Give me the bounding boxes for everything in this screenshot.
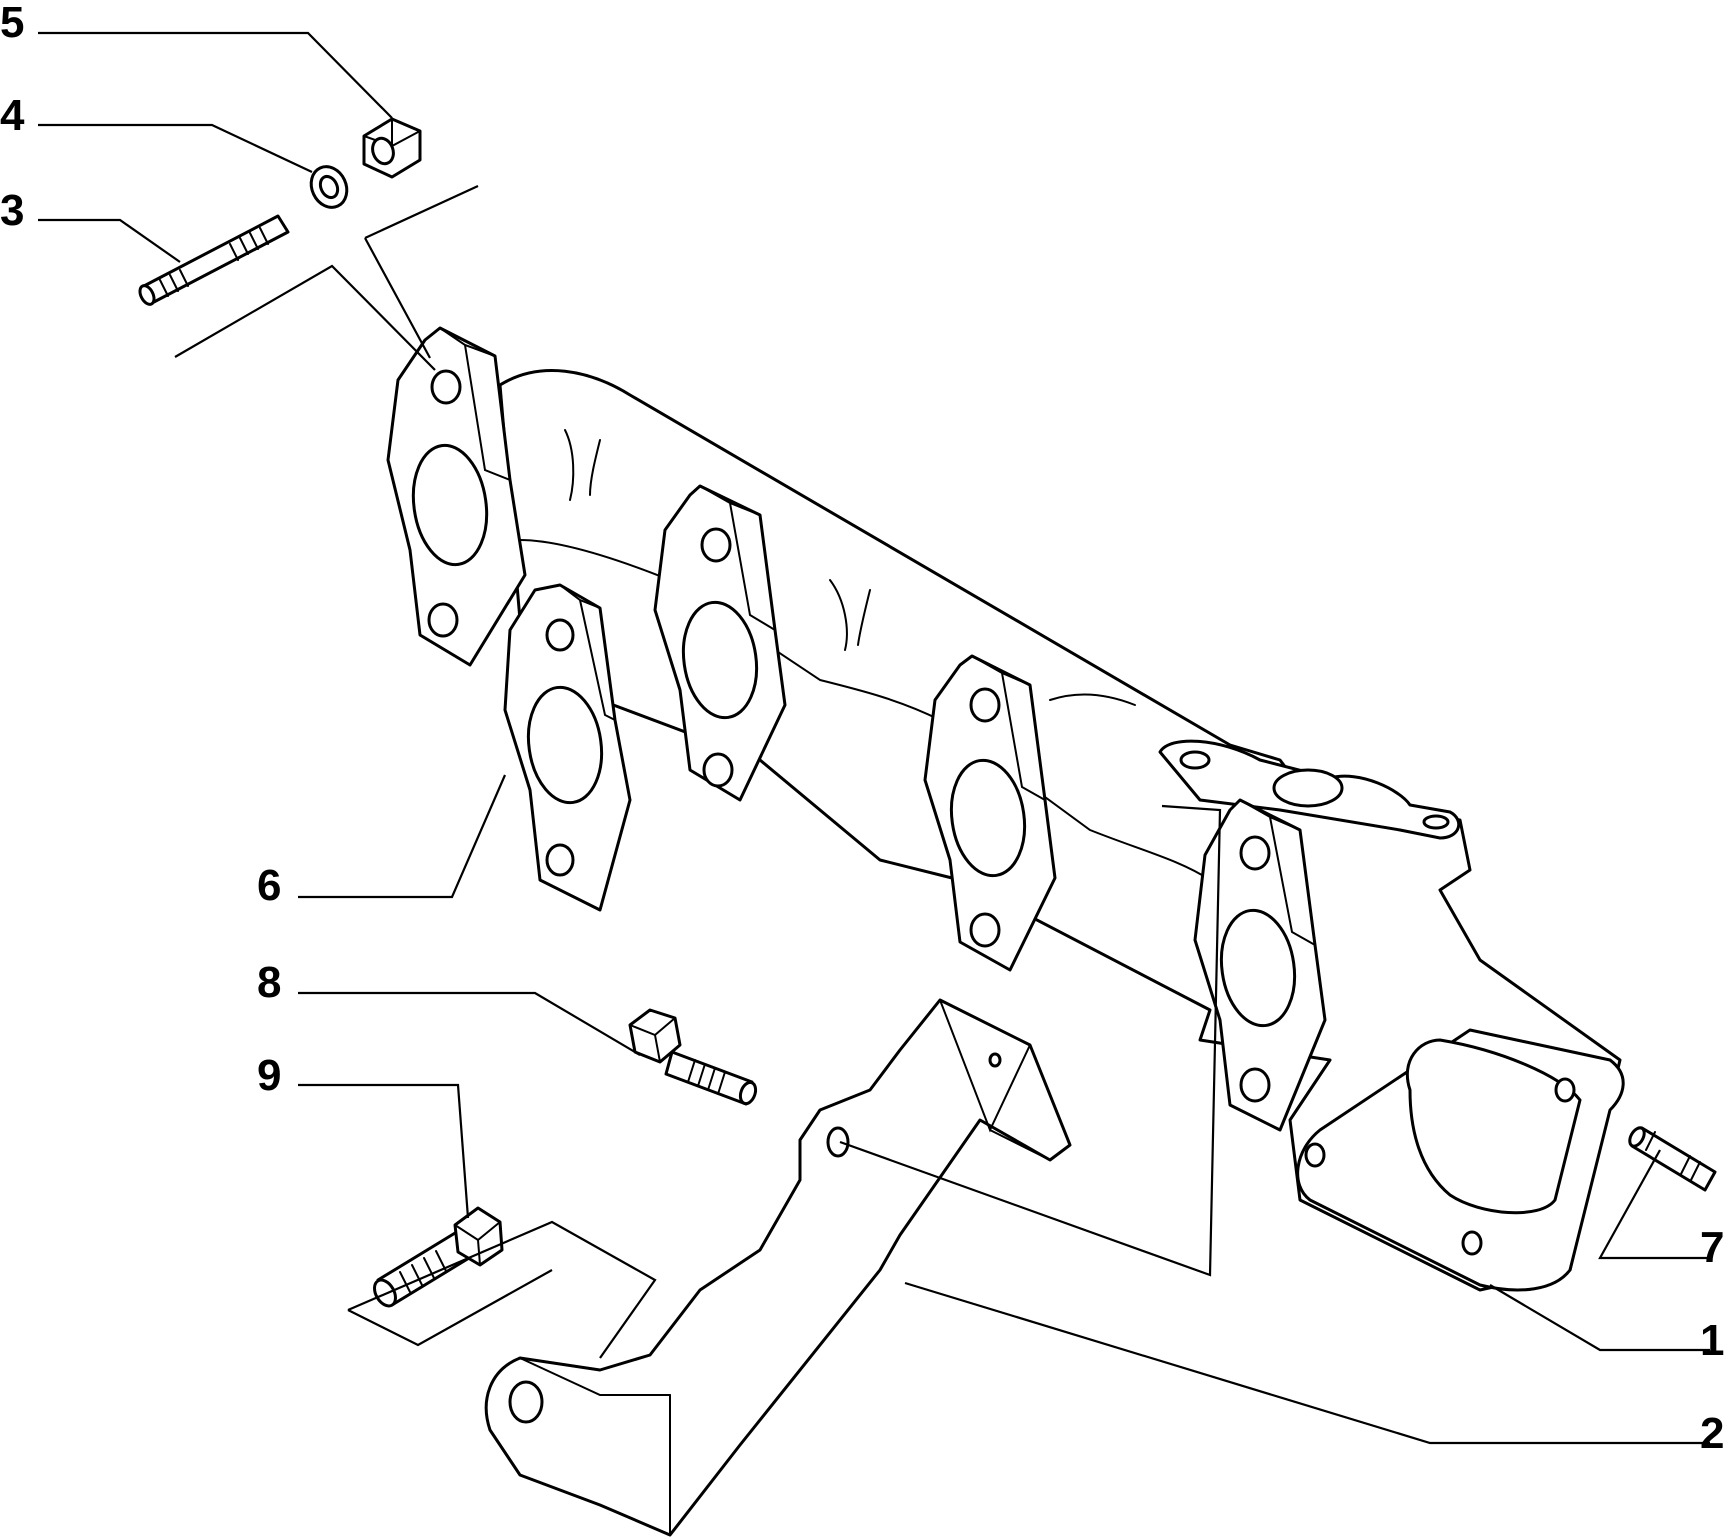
leader-7 bbox=[1598, 1149, 1710, 1260]
leader-9 bbox=[298, 1083, 470, 1219]
callout-7: 7 bbox=[1700, 1223, 1724, 1272]
callout-labels: 5 4 3 6 8 9 7 1 2 bbox=[0, 0, 1724, 1458]
leader-6 bbox=[298, 774, 507, 899]
callout-5: 5 bbox=[0, 0, 24, 47]
callout-1: 1 bbox=[1700, 1316, 1724, 1365]
callout-8: 8 bbox=[257, 958, 281, 1007]
callout-6: 6 bbox=[257, 861, 281, 910]
bracket-part-2 bbox=[484, 998, 1072, 1537]
leader-lines bbox=[38, 31, 1710, 1445]
leader-5 bbox=[38, 31, 393, 119]
stud-part-3 bbox=[138, 214, 290, 306]
reference-line-bracket-mount bbox=[347, 1220, 657, 1359]
leader-2 bbox=[904, 1281, 1710, 1445]
callout-2: 2 bbox=[1700, 1409, 1724, 1458]
nut-part-5 bbox=[362, 117, 422, 179]
callout-9: 9 bbox=[257, 1051, 281, 1100]
reference-line-center bbox=[839, 804, 1222, 1277]
leader-1 bbox=[1489, 1284, 1710, 1352]
callout-4: 4 bbox=[0, 91, 25, 140]
callout-3: 3 bbox=[0, 186, 24, 235]
reference-line-flange bbox=[174, 185, 479, 371]
washer-part-4 bbox=[309, 165, 349, 209]
gasket-part-6 bbox=[503, 583, 632, 912]
stud-part-7 bbox=[1628, 1126, 1717, 1192]
leader-3 bbox=[38, 218, 181, 263]
bolt-part-9 bbox=[373, 1206, 504, 1308]
leader-8 bbox=[298, 991, 641, 1056]
bolt-part-8 bbox=[628, 1008, 758, 1106]
leader-4 bbox=[38, 123, 313, 173]
exhaust-manifold-part-1 bbox=[386, 326, 1625, 1292]
